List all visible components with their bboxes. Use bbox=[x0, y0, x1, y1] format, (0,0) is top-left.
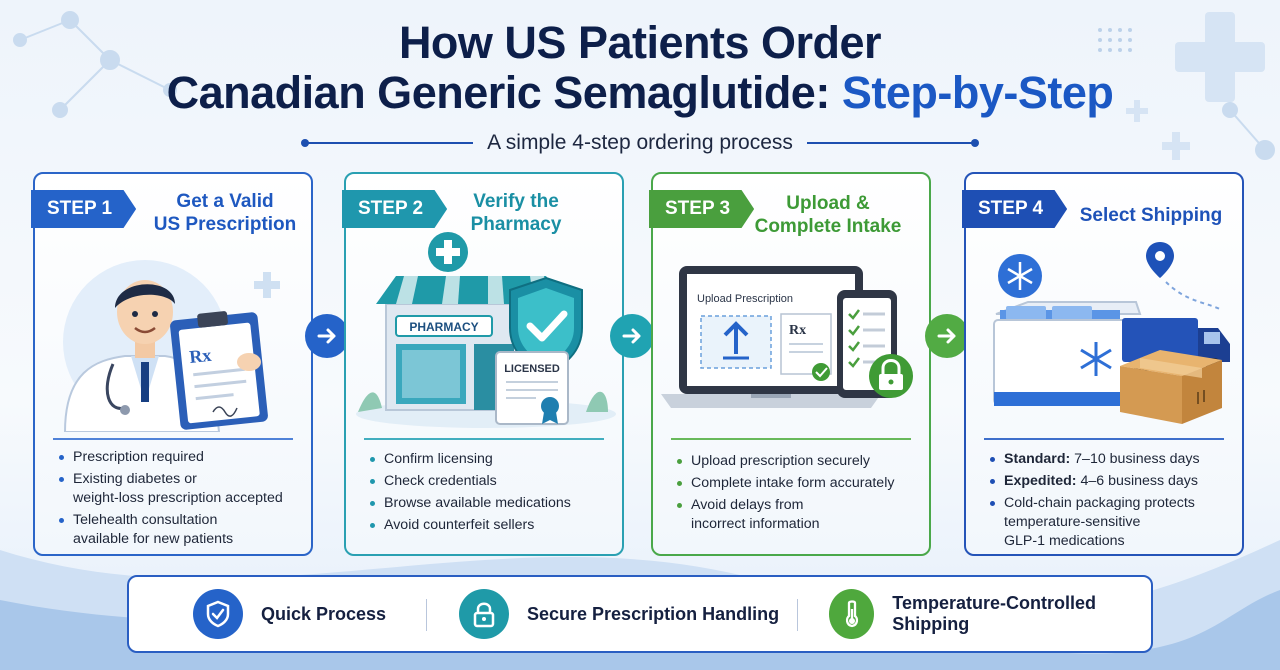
step-4-badge: STEP 4 bbox=[962, 190, 1068, 228]
list-item: Avoid counterfeit sellers bbox=[368, 516, 610, 535]
lock-icon bbox=[459, 589, 509, 639]
page-title-line-2: Canadian Generic Semaglutide: Step-by-St… bbox=[0, 68, 1280, 118]
subtitle-divider-left bbox=[301, 139, 474, 147]
svg-text:LICENSED: LICENSED bbox=[504, 363, 560, 375]
subtitle-row: A simple 4-step ordering process bbox=[0, 128, 1280, 158]
svg-text:Rx: Rx bbox=[188, 345, 212, 367]
step-2-bullets: Confirm licensing Check credentials Brow… bbox=[368, 450, 610, 538]
background-molecule-decoration bbox=[13, 11, 1275, 160]
footer-separator bbox=[797, 599, 798, 631]
step-1-title-line-1: Get a Valid bbox=[176, 191, 274, 212]
pharmacy-illustration: PHARMACY LICENSED bbox=[356, 232, 616, 428]
shield-check-icon bbox=[509, 276, 583, 376]
footer-label: Secure Prescription Handling bbox=[527, 603, 780, 624]
footer-label: Quick Process bbox=[261, 603, 387, 624]
step-2-divider bbox=[364, 438, 604, 440]
location-pin-icon bbox=[1146, 242, 1174, 278]
arrow-right-icon bbox=[925, 314, 969, 358]
thermometer-icon bbox=[829, 589, 875, 639]
footer-item-quick-process: Quick Process bbox=[193, 577, 386, 651]
step-3-bullets: Upload prescription securely Complete in… bbox=[675, 452, 917, 537]
step-4-card: STEP 4 Select Shipping bbox=[962, 172, 1244, 556]
list-item: Confirm licensing bbox=[368, 450, 610, 469]
step-3-title: Upload & Complete Intake bbox=[753, 192, 903, 238]
step-2-title: Verify the Pharmacy bbox=[456, 190, 576, 236]
prescription-clipboard-icon: Rx bbox=[170, 311, 268, 430]
step-1-badge: STEP 1 bbox=[31, 190, 137, 228]
footer-item-temperature-shipping: Temperature-Controlled Shipping bbox=[829, 577, 1151, 651]
step-4-title-line-1: Select Shipping bbox=[1079, 205, 1223, 226]
list-item: Complete intake form accurately bbox=[675, 474, 917, 493]
step-4-divider bbox=[984, 438, 1224, 440]
cooler-box-icon bbox=[993, 301, 1142, 406]
doctor-illustration: Rx bbox=[63, 260, 280, 432]
list-item: Check credentials bbox=[368, 472, 610, 491]
footer-features-bar: Quick Process Secure Prescription Handli… bbox=[127, 575, 1153, 653]
page-title-main: Canadian Generic Semaglutide: bbox=[166, 67, 842, 118]
list-item: Upload prescription securely bbox=[675, 452, 917, 471]
step-3-divider bbox=[671, 438, 911, 440]
list-item: Browse available medications bbox=[368, 494, 610, 513]
laptop-upload-icon: Upload Prescription Rx bbox=[661, 266, 881, 408]
step-3-badge: STEP 3 bbox=[649, 190, 755, 228]
subtitle-divider-right bbox=[806, 139, 979, 147]
step-3-title-line-2: Complete Intake bbox=[754, 216, 902, 237]
step-3-title-line-1: Upload & bbox=[786, 193, 870, 214]
step-2-title-line-2: Pharmacy bbox=[470, 214, 562, 235]
subtitle: A simple 4-step ordering process bbox=[487, 131, 793, 154]
step-1-divider bbox=[53, 438, 293, 440]
shipping-illustration bbox=[993, 242, 1230, 424]
upload-illustration: Upload Prescription Rx bbox=[661, 266, 913, 408]
svg-text:Upload Prescription: Upload Prescription bbox=[697, 293, 793, 305]
step-2-title-line-1: Verify the bbox=[473, 191, 559, 212]
step-2-badge: STEP 2 bbox=[342, 190, 448, 228]
step-3-card: STEP 3 Upload & Complete Intake Upload P… bbox=[649, 172, 931, 556]
snowflake-icon bbox=[998, 254, 1042, 298]
step-1-card: STEP 1 Get a Valid US Prescription Rx bbox=[31, 172, 313, 556]
page-title-highlight: Step-by-Step bbox=[841, 67, 1114, 118]
step-1-title-line-2: US Prescription bbox=[153, 214, 297, 235]
footer-item-secure-handling: Secure Prescription Handling bbox=[459, 577, 779, 651]
certificate-icon: LICENSED bbox=[495, 351, 569, 425]
footer-separator bbox=[426, 599, 427, 631]
step-1-title: Get a Valid US Prescription bbox=[140, 190, 310, 236]
parcel-box-icon bbox=[1120, 350, 1222, 424]
svg-text:Rx: Rx bbox=[789, 323, 806, 338]
step-4-title: Select Shipping bbox=[1076, 204, 1226, 227]
list-item: Prescription required bbox=[57, 448, 299, 467]
list-item: Expedited: 4–6 business days bbox=[988, 472, 1230, 491]
arrow-right-icon bbox=[305, 314, 349, 358]
lock-icon bbox=[869, 354, 913, 398]
footer-label: Temperature-Controlled Shipping bbox=[892, 593, 1096, 634]
step-1-bullets: Prescription required Existing diabetes … bbox=[57, 448, 299, 552]
plus-decoration bbox=[254, 272, 280, 298]
shield-check-icon bbox=[193, 589, 243, 639]
step-2-card: STEP 2 Verify the Pharmacy PHARMACY bbox=[342, 172, 624, 556]
step-4-bullets: Standard: 7–10 business days Expedited: … bbox=[988, 450, 1230, 554]
list-item: Standard: 7–10 business days bbox=[988, 450, 1230, 469]
svg-text:PHARMACY: PHARMACY bbox=[409, 320, 478, 334]
page-title-line-1: How US Patients Order bbox=[398, 17, 882, 68]
arrow-right-icon bbox=[610, 314, 654, 358]
